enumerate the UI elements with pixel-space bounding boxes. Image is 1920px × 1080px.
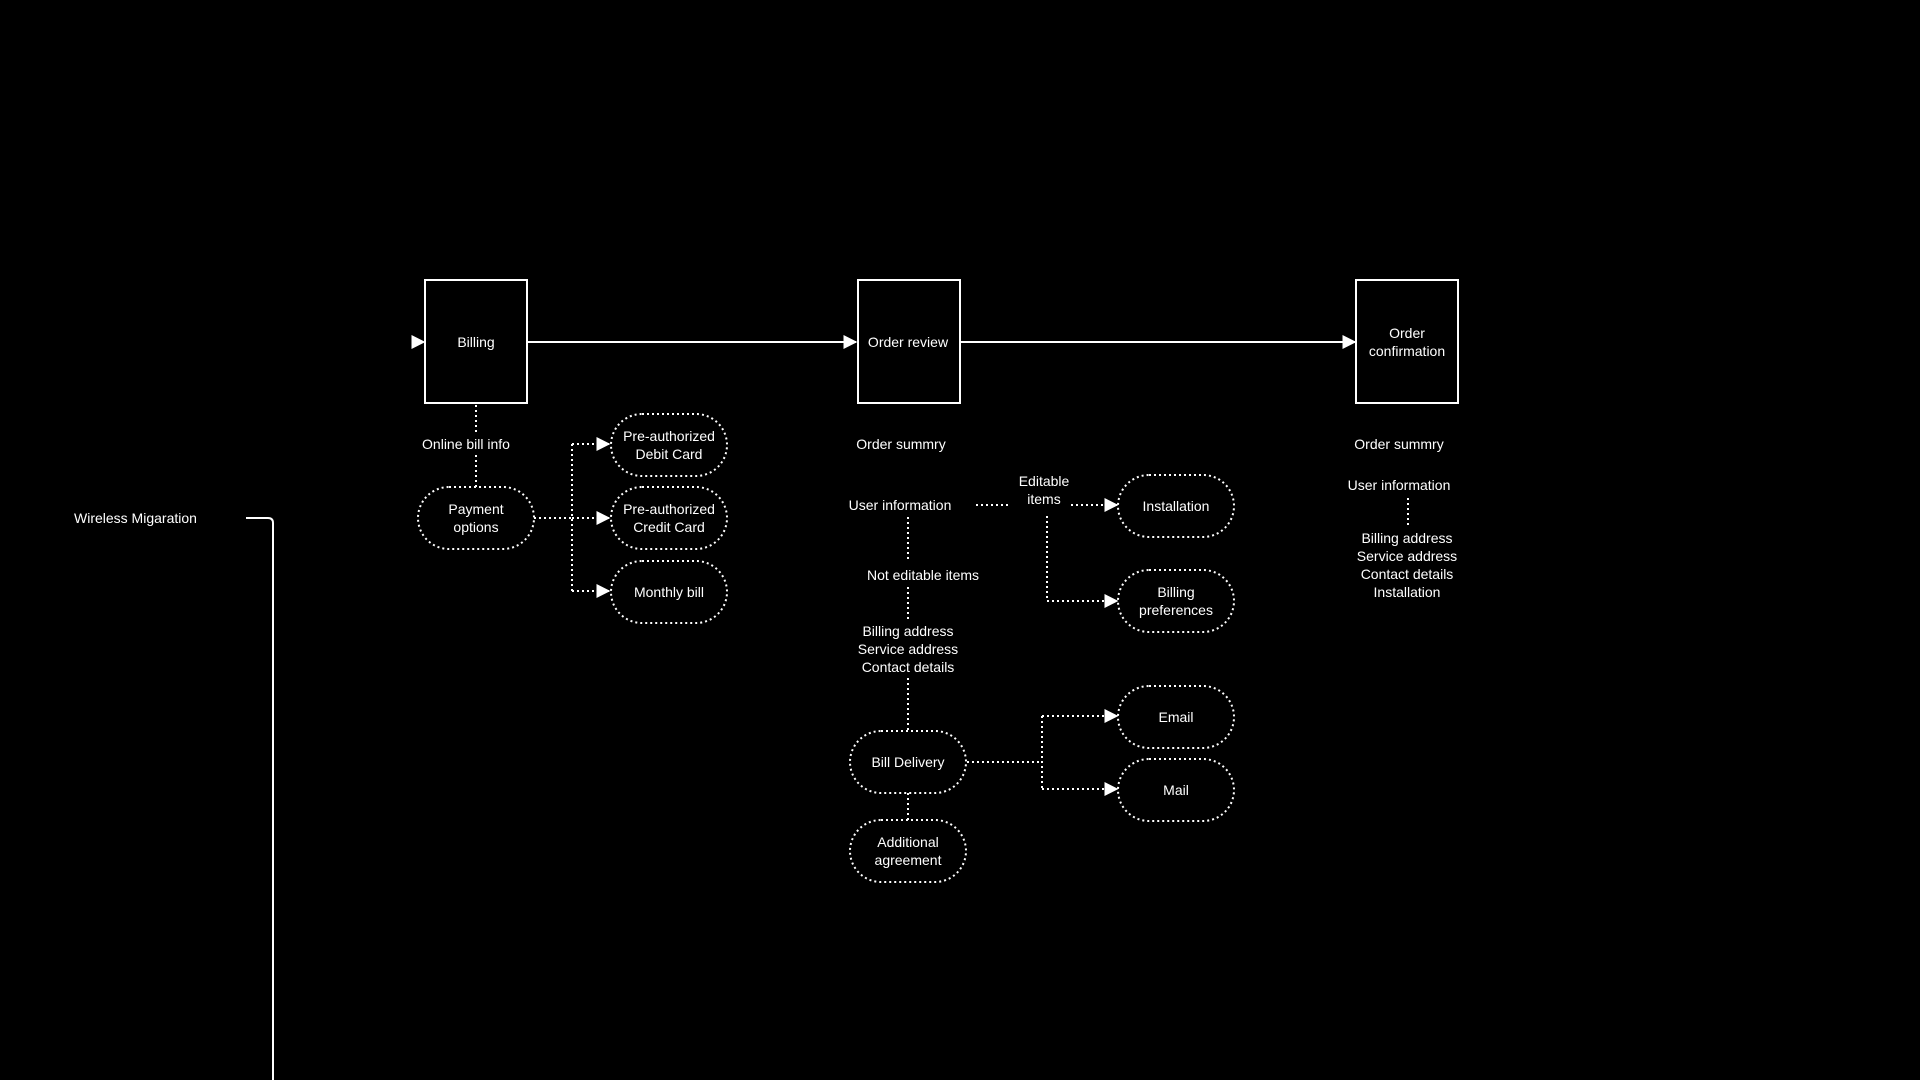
not-editable-item: Contact details (861, 659, 955, 675)
mail-label: Mail (1163, 782, 1189, 798)
bill-delivery-node[interactable] (849, 730, 967, 794)
confirmation-details-list: Billing address Service address Contact … (1357, 529, 1457, 601)
online-bill-info-label: Online bill info (420, 435, 512, 453)
credit-card-label: Pre-authorized Credit Card (623, 500, 715, 536)
payment-options-line-1: Payment (448, 501, 504, 517)
mail-node[interactable] (1117, 758, 1235, 822)
debit-card-line-1: Pre-authorized (623, 428, 715, 444)
installation-label: Installation (1142, 498, 1210, 514)
wireless-down-connector (246, 517, 274, 1080)
confirmation-detail-item: Installation (1373, 584, 1441, 600)
confirmation-order-summary-label: Order summry (1354, 436, 1444, 452)
additional-agreement-node[interactable] (849, 819, 967, 883)
debit-card-node[interactable] (610, 413, 728, 477)
payment-options-label: Payment options (448, 500, 503, 536)
confirmation-detail-item: Billing address (1361, 530, 1453, 546)
not-editable-list: Billing address Service address Contact … (858, 622, 958, 676)
confirmation-user-information-label: User information (1347, 477, 1451, 493)
not-editable-item: Billing address (862, 623, 954, 639)
credit-card-node[interactable] (610, 486, 728, 550)
debit-card-line-2: Debit Card (635, 446, 703, 462)
additional-agreement-line-1: Additional (877, 834, 939, 850)
order-confirmation-line-2: confirmation (1368, 343, 1446, 359)
review-order-summary-label: Order summry (856, 436, 946, 452)
billing-step-label: Billing (457, 334, 495, 350)
not-editable-item: Service address (857, 641, 959, 657)
wireless-migration-label: Wireless Migaration (74, 510, 197, 526)
credit-card-line-1: Pre-authorized (623, 501, 715, 517)
billing-preferences-line-1: Billing (1157, 584, 1195, 600)
billing-step-box[interactable] (424, 279, 528, 404)
editable-items-line-1: Editable (1018, 473, 1070, 489)
order-review-step-label: Order review (867, 334, 949, 350)
monthly-bill-label: Monthly bill (633, 584, 705, 600)
editable-to-preferences-connector (1046, 516, 1119, 608)
review-user-information-label: User information (848, 497, 952, 513)
debit-card-label: Pre-authorized Debit Card (623, 427, 715, 463)
payment-options-node[interactable] (417, 486, 535, 550)
credit-card-line-2: Credit Card (633, 519, 705, 535)
billing-preferences-node[interactable] (1117, 569, 1235, 633)
confirmation-detail-item: Service address (1356, 548, 1458, 564)
billing-preferences-label: Billing preferences (1139, 583, 1213, 619)
editable-items-line-2: items (1027, 491, 1061, 507)
monthly-bill-node[interactable] (610, 560, 728, 624)
editable-items-label: Editable items (1019, 472, 1070, 508)
additional-agreement-line-2: agreement (874, 852, 942, 868)
order-review-step-box[interactable] (857, 279, 961, 404)
email-label: Email (1158, 709, 1194, 725)
additional-agreement-label: Additional agreement (875, 833, 942, 869)
order-confirmation-step-label: Order confirmation (1369, 324, 1445, 360)
confirmation-detail-item: Contact details (1360, 566, 1454, 582)
order-confirmation-step-box[interactable] (1355, 279, 1459, 404)
email-node[interactable] (1117, 685, 1235, 749)
order-confirmation-line-1: Order (1389, 325, 1425, 341)
not-editable-items-label: Not editable items (866, 567, 980, 583)
payment-options-line-2: options (453, 519, 499, 535)
installation-node[interactable] (1117, 474, 1235, 538)
billing-preferences-line-2: preferences (1139, 602, 1213, 618)
bill-delivery-label: Bill Delivery (871, 754, 945, 770)
